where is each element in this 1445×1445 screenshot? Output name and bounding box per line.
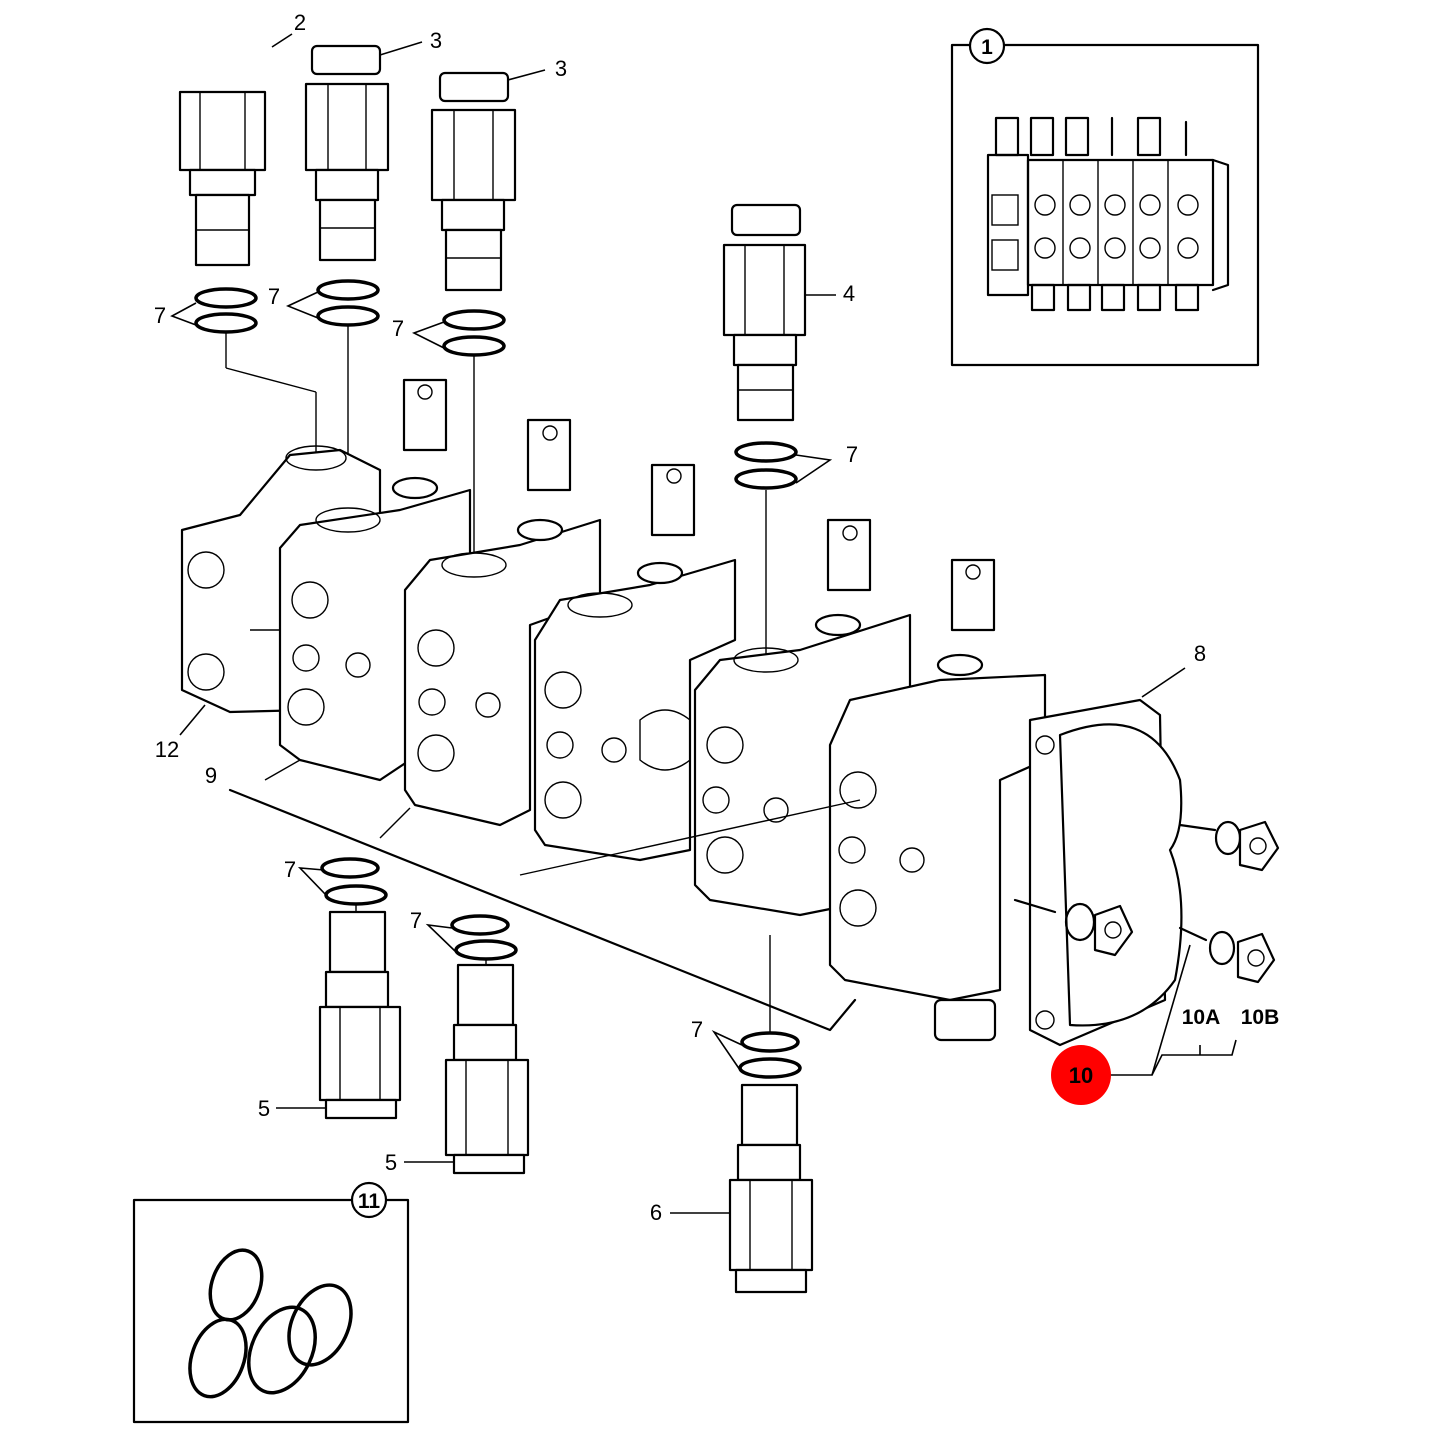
callout-6: 6 (650, 1200, 662, 1225)
callout-1: 1 (981, 36, 993, 59)
tie-rod-hardware-10 (1013, 820, 1280, 984)
base-line-9 (228, 759, 861, 1032)
valve-body-section-a (278, 378, 472, 782)
end-cover-8 (1028, 698, 1183, 1047)
highlight-marker (1051, 1045, 1111, 1105)
callout-7-d: 7 (846, 442, 858, 467)
callout-7-g: 7 (691, 1017, 703, 1042)
inset-seal-kit: 11 (132, 1181, 410, 1424)
alignment-lines (225, 325, 767, 655)
callout-12: 12 (155, 737, 179, 762)
callout-9: 9 (205, 763, 217, 788)
cartridge-3-right (430, 71, 517, 292)
cartridge-5-left (318, 910, 402, 1120)
callout-7-b: 7 (268, 284, 280, 309)
callout-5-left: 5 (258, 1096, 270, 1121)
valve-body-section-e (828, 558, 1047, 1042)
leader-lines (170, 33, 1237, 1214)
callout-3-right: 3 (555, 56, 567, 81)
callout-7-e: 7 (284, 857, 296, 882)
inset-assembled-valve: 1 (950, 27, 1260, 367)
callout-7-c: 7 (392, 316, 404, 341)
callout-7-a: 7 (154, 303, 166, 328)
callout-3-left: 3 (430, 28, 442, 53)
callout-2: 2 (294, 10, 306, 35)
callout-10a: 10A (1182, 1006, 1221, 1029)
cartridge-3-left (304, 44, 390, 262)
cartridge-4 (722, 203, 807, 422)
callout-7-f: 7 (410, 908, 422, 933)
valve-body-section-d (693, 518, 912, 917)
callout-5-right: 5 (385, 1150, 397, 1175)
callout-11: 11 (358, 1190, 381, 1213)
valve-body-section-c (533, 463, 737, 862)
highlighted-callout-10[interactable]: 10 (1051, 1045, 1111, 1105)
callout-10b: 10B (1241, 1006, 1280, 1029)
cartridge-6 (728, 1083, 814, 1294)
callout-8: 8 (1194, 641, 1206, 666)
cartridge-5-right (444, 963, 530, 1175)
callout-10: 10 (1069, 1063, 1093, 1088)
callout-4: 4 (843, 281, 855, 306)
valve-body-section-b (403, 418, 602, 827)
cartridge-2 (178, 90, 267, 267)
